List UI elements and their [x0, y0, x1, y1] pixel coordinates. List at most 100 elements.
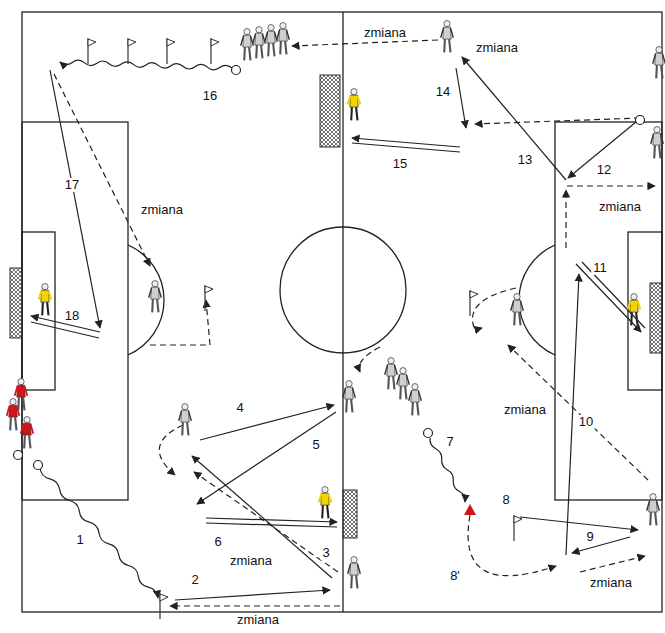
callout-number: 3 — [320, 546, 331, 560]
run-lines — [475, 118, 640, 124]
shot-arrows — [352, 138, 460, 147]
players — [39, 284, 52, 316]
goal-nets — [343, 490, 357, 538]
pass-arrows — [572, 537, 630, 553]
cone — [464, 504, 476, 515]
change-label: zmiana — [139, 203, 185, 217]
pass-arrows — [50, 70, 100, 328]
players — [397, 368, 410, 400]
goal-nets — [320, 75, 340, 147]
shot-arrows — [31, 322, 99, 338]
players — [277, 23, 290, 55]
players — [651, 127, 664, 159]
players — [265, 25, 278, 57]
change-label: zmiana — [474, 41, 520, 55]
change-label: zmiana — [597, 200, 643, 214]
goal-nets — [650, 283, 662, 353]
callout-number: 18 — [63, 309, 81, 323]
pass-arrows — [175, 590, 330, 600]
players — [179, 404, 192, 436]
run-lines — [359, 347, 380, 372]
balls — [34, 461, 43, 470]
callout-number: 14 — [434, 85, 452, 99]
pass-arrows — [50, 57, 638, 600]
players — [385, 358, 398, 390]
players — [441, 21, 454, 53]
players — [653, 47, 665, 79]
shot-arrows — [31, 138, 645, 527]
pass-arrows — [456, 68, 466, 128]
callout-number: 1 — [74, 533, 85, 547]
pass-arrows — [192, 456, 332, 578]
players — [343, 381, 356, 413]
flags — [88, 38, 96, 64]
pass-arrows — [197, 412, 336, 504]
flags — [211, 38, 219, 64]
run-lines — [580, 556, 645, 572]
callout-number: 15 — [391, 157, 409, 171]
flags — [128, 38, 136, 64]
run-lines — [170, 605, 340, 606]
pitch-lines — [22, 12, 662, 612]
flags — [160, 593, 168, 619]
run-lines — [150, 300, 210, 345]
run-lines — [159, 425, 183, 475]
dribble-lines — [40, 468, 158, 598]
run-lines — [565, 190, 566, 248]
players — [319, 487, 332, 519]
flags — [88, 38, 522, 619]
players — [253, 27, 266, 59]
run-lines — [54, 40, 655, 606]
run-lines — [292, 40, 438, 46]
callout-number: 13 — [516, 153, 534, 167]
pass-arrows — [200, 405, 334, 440]
balls — [14, 66, 645, 470]
flags — [167, 38, 175, 64]
change-label: zmiana — [235, 613, 281, 627]
callout-number: 11 — [591, 261, 609, 275]
pitch-lines — [519, 245, 555, 355]
pitch-lines — [128, 245, 164, 355]
pitch-lines — [22, 12, 662, 612]
change-label: zmiana — [502, 403, 548, 417]
callout-number: 6 — [212, 535, 223, 549]
flags — [470, 290, 478, 316]
goal-nets — [10, 75, 662, 538]
pitch-lines — [280, 227, 406, 353]
run-lines — [472, 288, 516, 330]
pass-arrows — [568, 122, 636, 178]
run-lines — [468, 515, 556, 576]
players — [348, 557, 361, 589]
run-lines — [567, 185, 655, 186]
run-lines — [54, 74, 150, 266]
callout-number: 2 — [189, 573, 200, 587]
players — [348, 89, 361, 121]
pitch-lines — [22, 232, 55, 390]
balls — [424, 429, 433, 438]
callout-number: 12 — [595, 163, 613, 177]
callout-number: 10 — [577, 415, 595, 429]
players — [409, 384, 422, 416]
players — [511, 294, 524, 326]
pitch-lines — [22, 122, 128, 500]
dribble-lines — [60, 60, 232, 70]
callout-number: 7 — [444, 435, 455, 449]
change-label: zmiana — [362, 26, 408, 40]
balls — [636, 116, 645, 125]
flags — [205, 285, 213, 311]
players — [7, 21, 665, 589]
pass-arrows — [520, 517, 638, 530]
balls — [232, 66, 241, 75]
shot-arrows — [206, 518, 337, 522]
balls — [14, 451, 23, 460]
players — [149, 281, 162, 313]
callout-number: 17 — [63, 178, 81, 192]
dribble-lines — [40, 60, 465, 598]
shot-arrows — [582, 262, 645, 328]
run-lines — [194, 472, 338, 572]
callout-number: 5 — [310, 438, 321, 452]
change-label: zmiana — [228, 554, 274, 568]
players — [647, 494, 660, 526]
